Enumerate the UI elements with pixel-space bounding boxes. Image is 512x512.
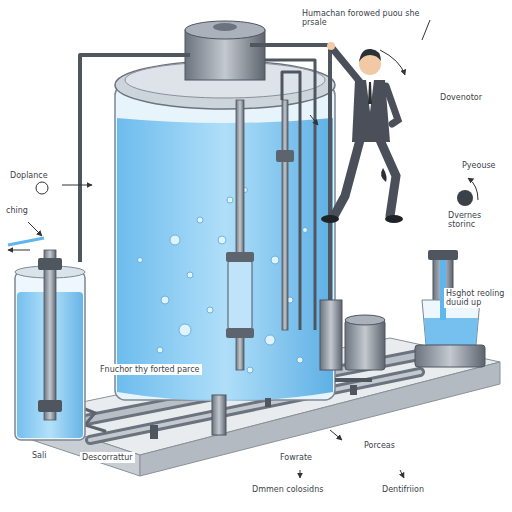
left-tank <box>8 238 85 440</box>
part-label: Hsghot reoling duuid up <box>444 288 508 308</box>
part-label: Porceas <box>362 440 397 451</box>
part-label: Doplance <box>8 170 50 181</box>
external-pipes <box>80 45 372 380</box>
part-label: Dovenotor <box>438 92 484 103</box>
marker-dots <box>36 182 357 439</box>
part-label: Dentifriion <box>380 484 426 495</box>
man-figure <box>321 42 403 223</box>
part-label: Sali <box>30 450 48 461</box>
part-label: Pyeouse <box>460 160 498 171</box>
part-label: Dvernes storinc <box>446 210 508 230</box>
part-label: Fowrate <box>278 452 314 463</box>
part-label: Fnuchor thy forted parce <box>98 364 202 375</box>
inner-device <box>226 100 294 370</box>
part-label: Humachan forowed puou she prsale <box>300 8 422 28</box>
part-label: ching <box>4 205 30 216</box>
part-label: Dmmen colosidns <box>250 484 325 495</box>
part-label: Descorrattur <box>80 452 135 463</box>
leader-lines <box>8 20 478 478</box>
